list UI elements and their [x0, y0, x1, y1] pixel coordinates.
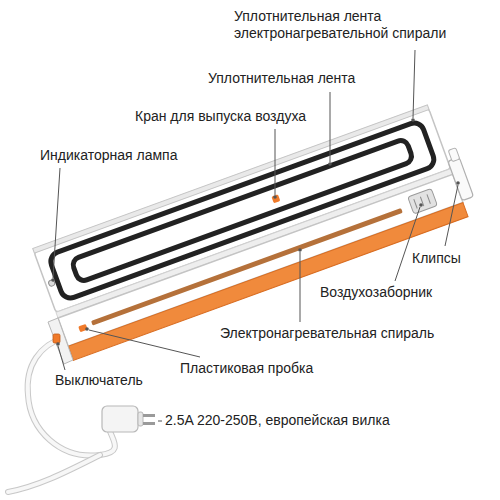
leader-line [300, 252, 301, 322]
leader-line [395, 207, 420, 281]
leader-line [445, 185, 458, 246]
callout-label: Кран для выпуска воздуха [135, 108, 306, 125]
air-intake-slot [427, 194, 430, 203]
plug-pin [143, 422, 155, 425]
clip-tab [448, 148, 460, 162]
leader-line [413, 50, 415, 118]
power-cord-outline [8, 455, 100, 492]
leader-dot [56, 342, 60, 346]
leader-line [58, 346, 65, 370]
leader-dot [273, 195, 277, 199]
callout-label: Пластиковая пробка [180, 360, 313, 377]
callout-label: Индикаторная лампа [40, 147, 177, 164]
power-cord [8, 455, 100, 492]
leader-dot [85, 327, 89, 331]
air-intake [408, 189, 438, 214]
leader-line [275, 129, 276, 195]
leader-dot [419, 203, 423, 207]
leader-line [330, 92, 331, 162]
clip [448, 157, 474, 201]
leader-dot [298, 248, 302, 252]
end-cap [48, 318, 73, 364]
plug-pin [143, 414, 155, 417]
air-intake-slot [414, 199, 417, 208]
leader-line [53, 168, 60, 278]
leader-lines [53, 50, 458, 421]
callout-label: Воздухозаборник [320, 284, 432, 301]
leader-line [158, 421, 162, 422]
leader-dot [51, 278, 55, 282]
callout-label: Клипсы [412, 250, 461, 267]
callout-label: Уплотнительная лента электронагревательн… [234, 8, 484, 42]
orange-base-band [68, 203, 468, 361]
leader-dot [328, 162, 332, 166]
callout-label: Электронагревательная спираль [220, 325, 434, 342]
plug-body [102, 406, 138, 432]
leader-dot [456, 181, 460, 185]
plug-collar [138, 412, 143, 426]
leader-dot [411, 118, 415, 122]
sealer-body [33, 101, 480, 361]
leader-line [89, 330, 200, 357]
callout-label: 2.5A 220-250В, европейская вилка [165, 412, 390, 429]
air-release-valve [271, 194, 280, 203]
callout-label: Уплотнительная лента [208, 70, 355, 87]
base-top [58, 174, 463, 346]
switch [53, 334, 60, 343]
callout-label: Выключатель [55, 372, 143, 389]
heating-wire [91, 208, 403, 326]
